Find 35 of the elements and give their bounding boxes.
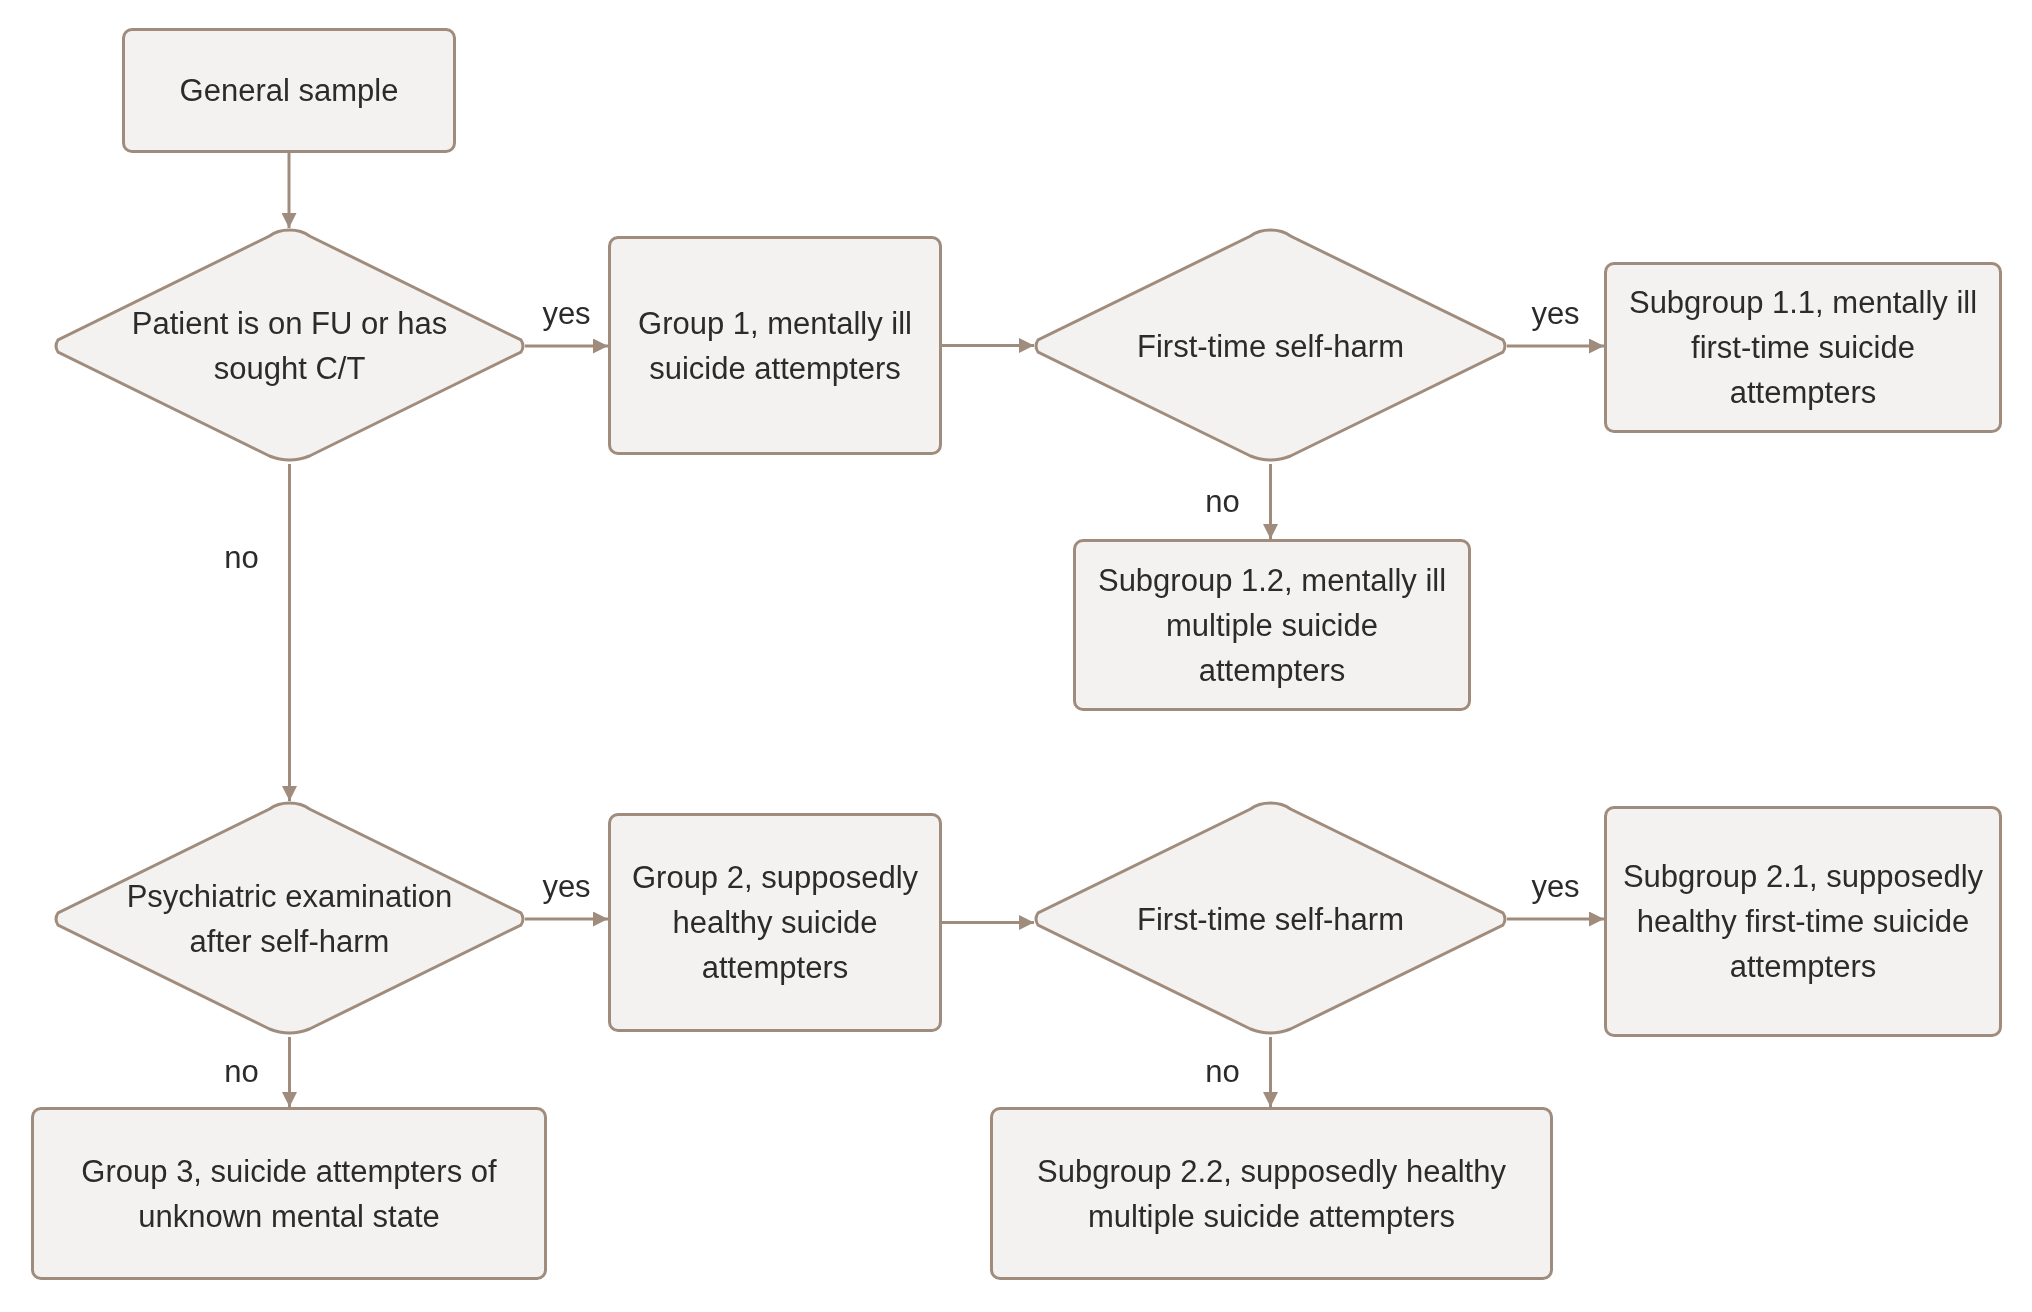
process-box xyxy=(608,236,942,455)
arrow xyxy=(1507,911,1604,927)
node-text: First-time self-harm xyxy=(1137,327,1404,366)
node-text: Group 2, supposedly healthy suicide attempters xyxy=(630,859,920,987)
node-text: Group 3, suicide attempters of unknown mental state xyxy=(80,1152,498,1236)
arrow xyxy=(1263,464,1278,539)
arrow xyxy=(1507,338,1604,354)
process-box xyxy=(608,813,942,1032)
node-text: Subgroup 2.2, supposedly healthy multiple suicide attempters xyxy=(1036,1152,1507,1236)
node-text: Psychiatric examination after self-harm xyxy=(125,878,454,961)
arrow xyxy=(1263,1037,1278,1107)
arrow xyxy=(282,464,297,801)
node-text: General sample xyxy=(179,72,399,110)
arrow xyxy=(281,153,297,228)
node-text: Subgroup 1.2, mentally ill multiple suicide attempters xyxy=(1096,561,1448,690)
node-text: Subgroup 2.1, supposedly healthy first-time suicide attempters xyxy=(1621,858,1985,986)
node-text: First-time self-harm xyxy=(1137,900,1404,939)
arrow xyxy=(525,911,608,927)
decision-diamond xyxy=(1034,801,1507,1037)
decision-diamond xyxy=(54,801,525,1037)
decision-diamond xyxy=(54,228,525,464)
arrow xyxy=(942,338,1034,353)
process-box xyxy=(1604,262,2002,433)
process-box xyxy=(122,28,456,153)
arrow xyxy=(525,338,608,354)
node-text: Subgroup 1.1, mentally ill first-time suicide attempters xyxy=(1627,284,1979,412)
process-box xyxy=(1073,539,1471,711)
process-box xyxy=(1604,806,2002,1037)
node-text: Group 1, mentally ill suicide attempters xyxy=(637,304,913,388)
process-box xyxy=(990,1107,1553,1280)
node-text: Patient is on FU or has sought C/T xyxy=(130,305,449,388)
arrow xyxy=(942,915,1034,930)
decision-diamond xyxy=(1034,228,1507,464)
arrow xyxy=(282,1037,297,1107)
process-box xyxy=(31,1107,547,1280)
